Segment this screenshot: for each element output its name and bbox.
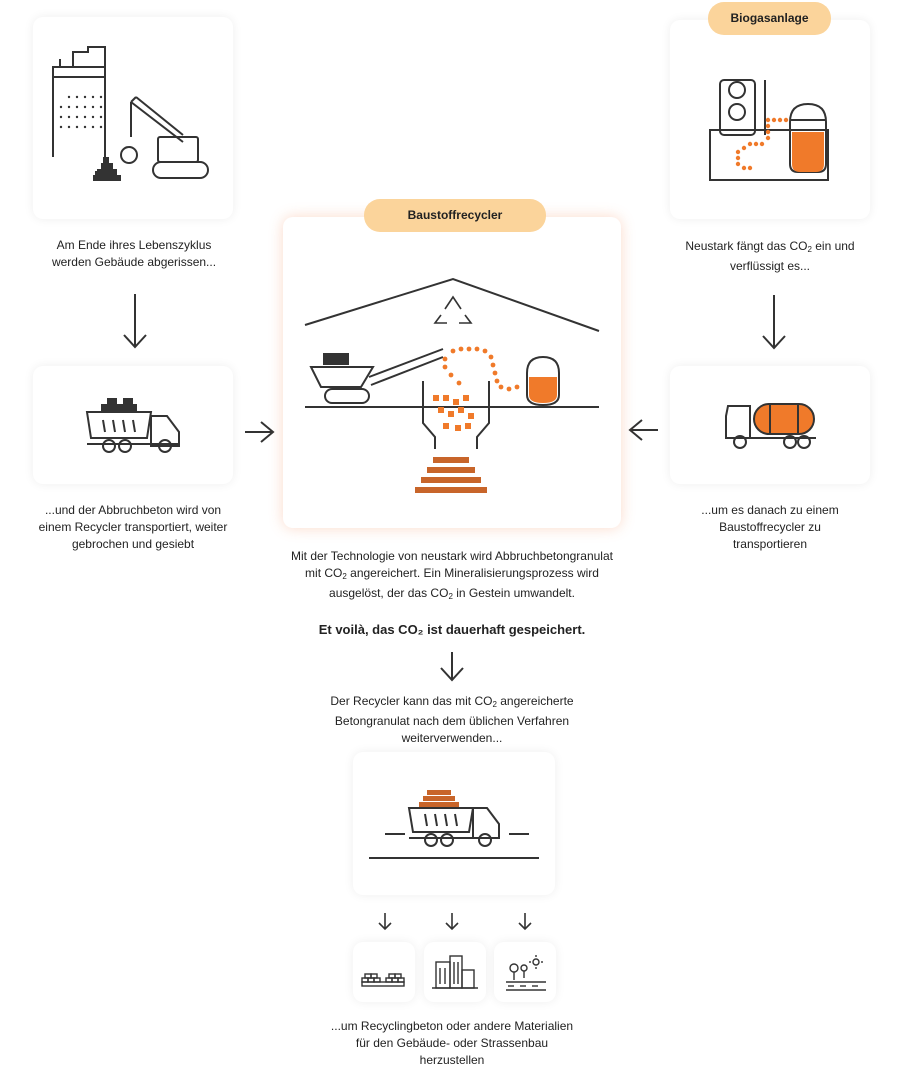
biogas-card [670, 20, 870, 219]
road-icon [506, 955, 546, 991]
step-deliver-text: ...um es danach zu einem Baustoffrecycle… [701, 503, 839, 551]
arrow-left-icon [628, 419, 658, 441]
co2-subscript: 2 [342, 572, 347, 581]
mineralisation-text-b: angereichert. Ein Mineralisierungsprozes… [329, 566, 599, 600]
recycling-plant-icon [304, 277, 600, 493]
mineralisation-text-a: Mit der Technologie von neustark wird Ab… [291, 549, 613, 580]
reuse-text-a: Der Recycler kann das mit CO [330, 694, 493, 708]
buildings-card [424, 942, 486, 1002]
step-demolition-text: Am Ende ihres Lebenszyklus werden Gebäud… [51, 238, 217, 269]
arrow-down-icon [378, 913, 392, 931]
buildings-icon [432, 955, 478, 989]
bricks-icon [361, 973, 405, 987]
mineralisation-text-c: in Gestein umwandelt. [452, 586, 575, 600]
truck-granulate-card [353, 752, 555, 895]
step-capture-text-b: ein und verflüssigt es... [729, 239, 855, 273]
arrow-down-icon [445, 913, 459, 931]
step-transport-text: ...und der Abbruchbeton wird von einem R… [38, 503, 228, 551]
arrow-down-icon [762, 295, 786, 350]
co2-subscript: 2 [448, 592, 453, 601]
truck-rubble-card [33, 366, 233, 484]
demolition-crane-icon [52, 46, 209, 181]
arrow-down-icon [123, 294, 147, 349]
recycler-card [283, 217, 621, 528]
stored-headline: Et voilà, das CO₂ ist dauerhaft gespeich… [318, 622, 586, 637]
dump-truck-rubble-icon [85, 398, 180, 453]
co2-subscript: 2 [807, 245, 812, 254]
arrow-right-icon [245, 421, 275, 443]
co2-tanker-truck-icon [725, 403, 816, 449]
reuse-text: Der Recycler kann das mit CO2 angereiche… [330, 693, 574, 747]
bricks-card [353, 942, 415, 1002]
road-card [494, 942, 556, 1002]
final-use-text: ...um Recyclingbeton oder andere Materia… [330, 1019, 574, 1067]
co2-subscript: 2 [492, 700, 497, 709]
mineralisation-text: Mit der Technologie von neustark wird Ab… [285, 548, 619, 605]
recycler-label: Baustoffrecycler [364, 199, 546, 232]
arrow-down-icon [440, 652, 464, 682]
tanker-card [670, 366, 870, 484]
reuse-text-b: angereicherte Betongranulat nach dem übl… [334, 694, 574, 745]
biogas-plant-icon [709, 79, 829, 181]
step-capture-text-a: Neustark fängt das CO [685, 239, 808, 253]
biogas-label: Biogasanlage [708, 2, 831, 35]
dump-truck-granulate-icon [369, 790, 539, 859]
step-capture-text: Neustark fängt das CO2 ein und verflüssi… [680, 238, 860, 275]
demolition-card [33, 17, 233, 219]
arrow-down-icon [518, 913, 532, 931]
